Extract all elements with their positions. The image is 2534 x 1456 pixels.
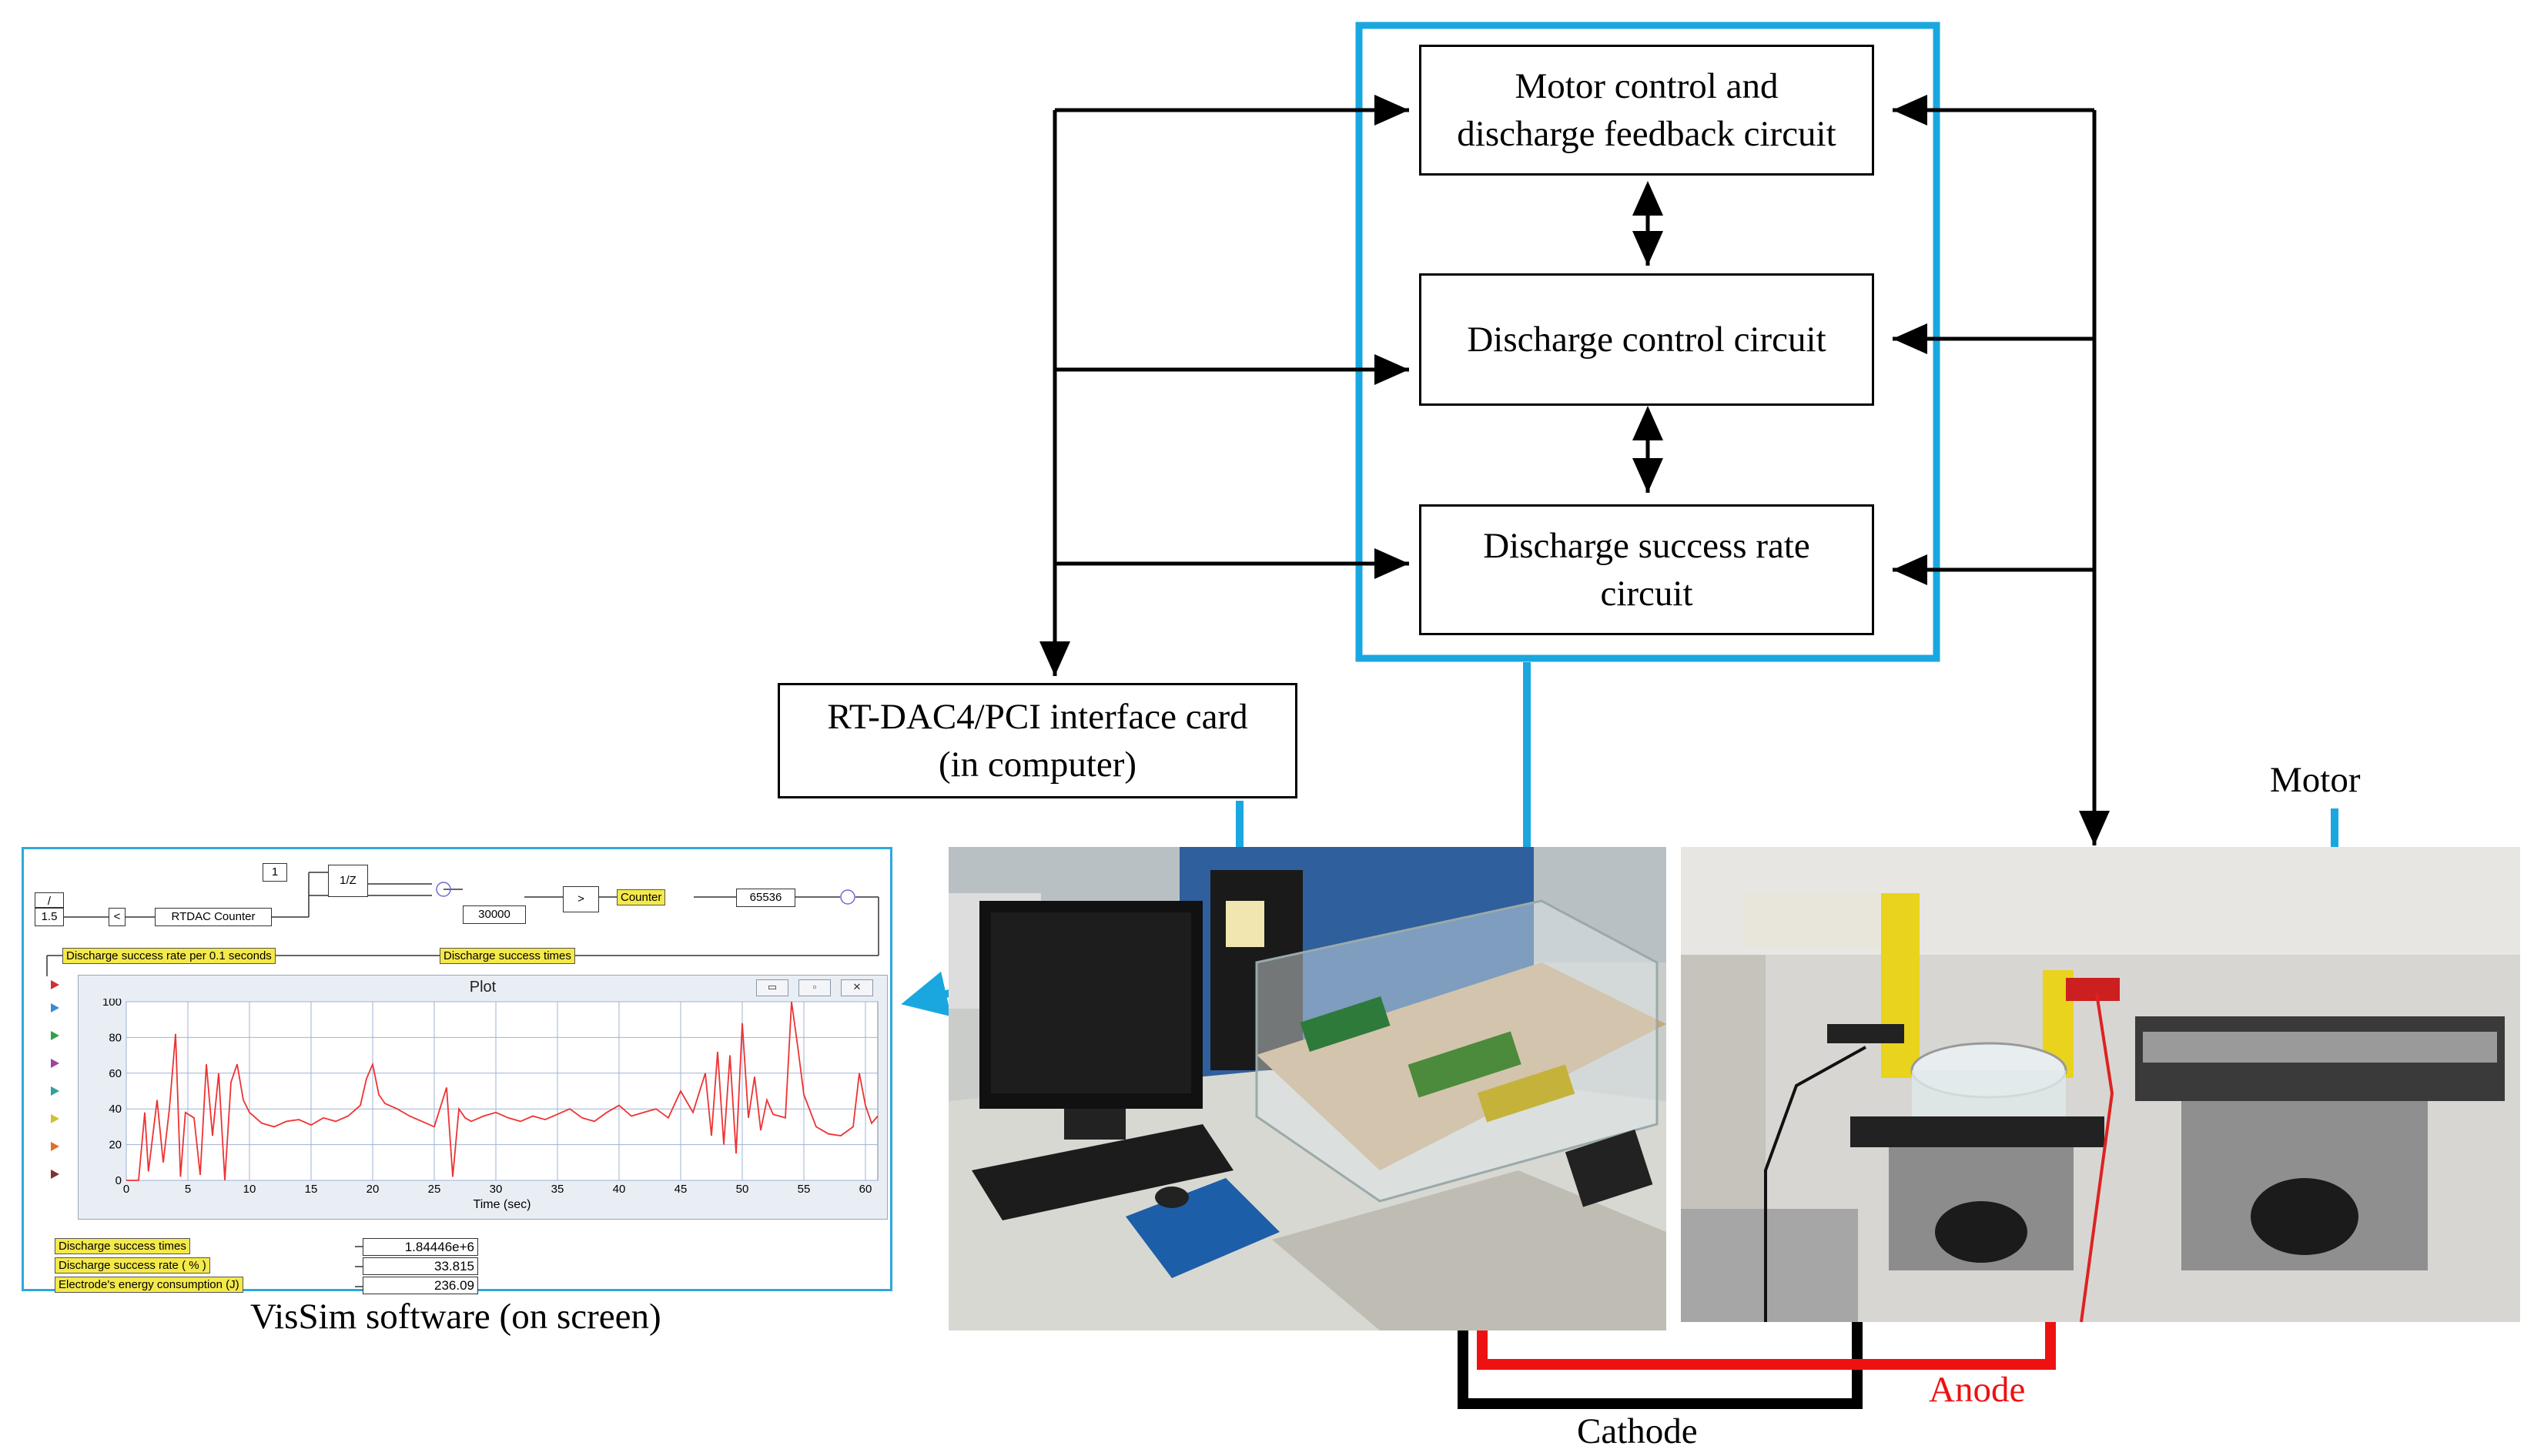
readout-value-energy: 236.09 — [363, 1277, 478, 1294]
vissim-caption: VisSim software (on screen) — [250, 1297, 661, 1337]
plot-y-tick-label: 40 — [109, 1103, 122, 1116]
left-signal-bus — [1039, 95, 1409, 676]
readout-label-rate: Discharge success rate ( % ) — [55, 1257, 210, 1274]
vissim-times-wire-label: Discharge success times — [440, 948, 575, 964]
plot-area — [126, 1001, 879, 1181]
motor-control-line2: discharge feedback circuit — [1457, 114, 1836, 154]
plot-x-tick-label: 5 — [185, 1183, 191, 1196]
interface-card-line1: RT-DAC4/PCI interface card — [827, 696, 1248, 737]
plot-series-line — [126, 1001, 879, 1181]
interface-card-line2: (in computer) — [938, 745, 1137, 785]
plot-window-title: Plot — [469, 979, 497, 996]
success-rate-line2: circuit — [1600, 574, 1693, 614]
vissim-counter-label: Counter — [617, 889, 666, 905]
vissim-unit-delay: 1/Z — [328, 865, 368, 897]
motor-control-box: Motor control and discharge feedback cir… — [1419, 45, 1874, 176]
plot-y-tick-label: 20 — [109, 1139, 122, 1152]
plot-x-tick-label: 25 — [428, 1183, 441, 1196]
platform — [1850, 1116, 2104, 1147]
lab-bench-photo — [949, 847, 1666, 1330]
vissim-less-than: < — [109, 908, 126, 926]
motor-control-line1: Motor control and — [1515, 65, 1779, 106]
vissim-const-15: 1.5 — [35, 908, 64, 926]
vissim-ramp-icon: / — [35, 892, 64, 908]
right-signal-bus — [1893, 95, 2110, 845]
plot-x-tick-label: 0 — [123, 1183, 129, 1196]
plot-x-tick-label: 45 — [675, 1183, 688, 1196]
vissim-const-65536: 65536 — [736, 889, 795, 907]
plot-x-tick-label: 30 — [490, 1183, 503, 1196]
vissim-panel: 1.5 / < RTDAC Counter 1 1/Z 30000 > Coun… — [22, 847, 892, 1294]
vissim-port-markers — [51, 980, 59, 1179]
interface-card-box: RT-DAC4/PCI interface card (in computer) — [778, 683, 1297, 798]
lab-bench-illustration — [949, 847, 1666, 1330]
apparatus-illustration — [1681, 847, 2520, 1322]
anode-caption: Anode — [1929, 1370, 2026, 1410]
plot-y-tick-label: 60 — [109, 1067, 122, 1080]
plot-y-tick-label: 100 — [102, 999, 122, 1009]
plot-y-tick-label: 0 — [115, 1174, 122, 1187]
plot-minimize-button[interactable]: ▭ — [756, 979, 788, 996]
plot-x-tick-label: 40 — [613, 1183, 626, 1196]
plot-x-tick-label: 50 — [736, 1183, 749, 1196]
readout-label-times: Discharge success times — [55, 1238, 190, 1254]
yellow-holder-left — [1881, 893, 1920, 1078]
apparatus-photo — [1681, 847, 2520, 1322]
readout-value-times: 1.84446e+6 — [363, 1238, 478, 1256]
vissim-summing-junctions — [436, 882, 855, 905]
vissim-const-30000: 30000 — [463, 905, 526, 924]
motor-caption: Motor — [2270, 760, 2361, 800]
discharge-control-label: Discharge control circuit — [1467, 319, 1826, 360]
plot-x-tick-label: 55 — [798, 1183, 811, 1196]
plot-window[interactable]: Plot ▭ ▫ ✕ 0 5 10 15 20 25 30 35 40 45 50 55 60 0 20 40… — [78, 975, 888, 1220]
plot-chart: 0 5 10 15 20 25 30 35 40 45 50 55 60 0 20 40 60 80 100 Tim… — [79, 999, 887, 1216]
vissim-greater-than: > — [563, 886, 599, 912]
plot-maximize-button[interactable]: ▫ — [798, 979, 831, 996]
success-rate-line1: Discharge success rate — [1483, 525, 1810, 566]
cathode-caption: Cathode — [1577, 1411, 1698, 1451]
success-rate-box: Discharge success rate circuit — [1419, 504, 1874, 635]
readout-value-rate: 33.815 — [363, 1257, 478, 1275]
vissim-rtdac-counter: RTDAC Counter — [155, 908, 272, 926]
keyboard — [972, 1124, 1234, 1220]
vissim-rate-wire-label: Discharge success rate per 0.1 seconds — [62, 948, 276, 964]
plot-x-tick-label: 15 — [305, 1183, 318, 1196]
vissim-const-one: 1 — [263, 863, 287, 882]
plot-x-tick-label: 35 — [551, 1183, 564, 1196]
readout-label-energy: Electrode's energy consumption (J) — [55, 1277, 243, 1293]
plot-x-tick-label: 60 — [859, 1183, 872, 1196]
plot-y-tick-label: 80 — [109, 1031, 122, 1044]
plot-x-axis-label: Time (sec) — [474, 1198, 531, 1211]
discharge-control-box: Discharge control circuit — [1419, 273, 1874, 406]
circuit-group-frame — [1355, 22, 1940, 662]
plot-close-button[interactable]: ✕ — [841, 979, 873, 996]
plot-x-tick-label: 10 — [243, 1183, 256, 1196]
plot-x-tick-label: 20 — [367, 1183, 380, 1196]
